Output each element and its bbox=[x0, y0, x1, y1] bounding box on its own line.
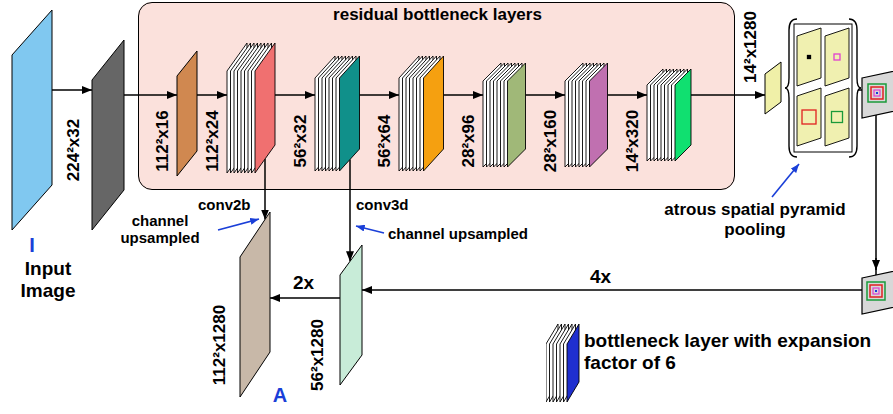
feature-map bbox=[177, 51, 197, 176]
dimension-label: 56²x64 bbox=[375, 115, 395, 168]
node-label: residual bottleneck layers bbox=[139, 5, 736, 25]
annotation-label: channel upsampled bbox=[388, 225, 528, 242]
pooling-window bbox=[802, 110, 816, 124]
legend-sample bbox=[546, 324, 582, 408]
node-shape bbox=[227, 43, 275, 173]
dimension-label: 112²x24 bbox=[203, 110, 223, 171]
dimension-label: 14²x320 bbox=[623, 110, 643, 172]
feature-map-node: IInput Image bbox=[12, 10, 52, 230]
pooling-window bbox=[808, 56, 811, 59]
node-shape bbox=[240, 212, 270, 397]
feature-map bbox=[240, 212, 270, 397]
feature-map-node: 112²x1280A bbox=[240, 212, 270, 397]
flow-arrow bbox=[691, 94, 765, 96]
annotation-label: conv2b bbox=[198, 196, 251, 213]
bottleneck-sheet bbox=[424, 56, 444, 171]
bottleneck-sheet bbox=[340, 56, 360, 171]
node-shape bbox=[765, 62, 781, 114]
group-fill bbox=[138, 2, 735, 190]
node-shape bbox=[788, 18, 858, 158]
feature-map-node: 56²x64 bbox=[399, 56, 444, 171]
feature-map-upper bbox=[862, 70, 893, 118]
node-label: Input Image bbox=[6, 258, 90, 302]
node-shape bbox=[340, 245, 362, 385]
leader-arrow bbox=[772, 164, 799, 197]
leader-arrow bbox=[356, 226, 384, 233]
dimension-label: 56²x32 bbox=[291, 115, 311, 168]
dimension-label: 56²x1280 bbox=[308, 319, 328, 391]
pooling-window bbox=[834, 54, 840, 60]
flow-arrow bbox=[360, 94, 400, 96]
node-label: A bbox=[270, 384, 290, 407]
bottleneck-sheet bbox=[590, 63, 608, 167]
node-shape bbox=[12, 10, 52, 230]
pooling-branch bbox=[797, 88, 821, 146]
feature-map-node: 14²x1280 bbox=[765, 62, 781, 114]
bottleneck-sheet bbox=[255, 43, 275, 173]
leader-arrow bbox=[218, 219, 259, 230]
feature-map bbox=[12, 10, 52, 230]
dimension-label: 28²x160 bbox=[541, 110, 561, 172]
bottleneck-sheet bbox=[508, 63, 526, 167]
node-shape bbox=[177, 51, 197, 176]
node-shape bbox=[565, 63, 608, 167]
scale-label: 2x bbox=[293, 272, 314, 294]
feature-map bbox=[92, 40, 124, 230]
feature-map-node: 112²x16 bbox=[177, 51, 197, 176]
feature-map-node: 56²x32 bbox=[315, 56, 360, 171]
pyramid-pooling-block: atrous spatial pyramid pooling bbox=[788, 18, 858, 158]
flow-arrow bbox=[444, 94, 484, 96]
feature-map-node: 14²x320 bbox=[647, 69, 691, 161]
dimension-label: 112²x16 bbox=[153, 110, 173, 171]
legend-sheet bbox=[567, 324, 579, 402]
feature-map-node: 56²x1280 bbox=[340, 245, 362, 385]
dimension-label: 112²x1280 bbox=[210, 305, 230, 385]
node-shape bbox=[399, 56, 444, 171]
node-shape bbox=[483, 63, 526, 167]
scale-label: 4x bbox=[590, 266, 611, 288]
pooling-window bbox=[832, 112, 843, 123]
bottleneck-sheet bbox=[675, 69, 691, 161]
group-box: residual bottleneck layers 112²x16 112²x24… bbox=[138, 2, 735, 190]
pooling-panel bbox=[794, 24, 852, 152]
flow-arrow bbox=[608, 94, 648, 96]
dimension-label: 14²x1280 bbox=[741, 11, 761, 83]
feature-map-node: 28²x160 bbox=[565, 63, 608, 167]
node-label: atrous spatial pyramid pooling bbox=[660, 200, 850, 239]
legend-entry: bottleneck layer with expansion factor o… bbox=[546, 322, 876, 408]
flow-arrow bbox=[526, 94, 566, 96]
flow-arrow bbox=[197, 94, 227, 96]
flow-arrow bbox=[875, 258, 877, 270]
dimension-label: 224²x32 bbox=[64, 119, 84, 181]
node-label: I bbox=[22, 234, 42, 257]
pooling-branch bbox=[825, 28, 849, 86]
flow-arrow bbox=[275, 94, 315, 96]
pooling-branch bbox=[797, 28, 821, 86]
pooling-branch bbox=[825, 88, 849, 146]
node-shape bbox=[92, 40, 124, 230]
feature-map bbox=[765, 62, 781, 114]
feature-map-lower bbox=[862, 270, 893, 314]
feature-map bbox=[340, 245, 362, 385]
legend-text: bottleneck layer with expansion factor o… bbox=[584, 330, 874, 374]
flow-arrow bbox=[52, 89, 92, 91]
flow-arrow bbox=[124, 94, 177, 96]
flow-arrow bbox=[349, 159, 351, 261]
feature-map-node: 28²x96 bbox=[483, 63, 526, 167]
node-shape bbox=[647, 69, 691, 161]
feature-map-node: 224²x32 bbox=[92, 40, 124, 230]
dimension-label: 28²x96 bbox=[459, 115, 479, 168]
flow-arrow bbox=[270, 297, 340, 299]
feature-map-node: 112²x24 bbox=[227, 43, 275, 173]
annotation-label: conv3d bbox=[356, 196, 409, 213]
annotation-label: channel upsampled bbox=[104, 212, 216, 247]
node-shape bbox=[315, 56, 360, 171]
